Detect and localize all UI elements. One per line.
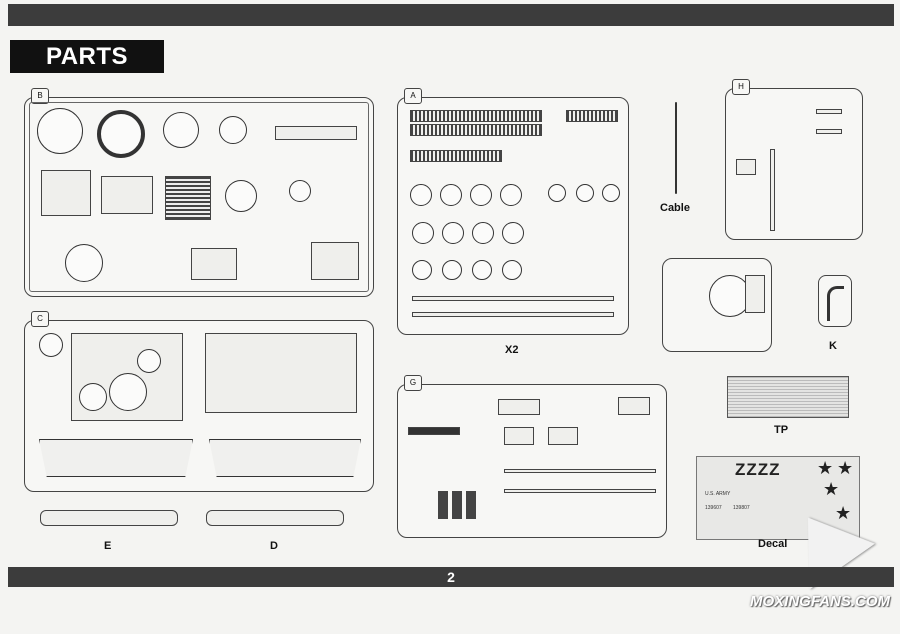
part-g-frame-2 [548,427,578,445]
decal-serial-2: 139807 [733,505,750,511]
part-a-ring-1 [412,222,434,244]
part-b-dome [289,180,311,202]
part-b-mantlet [311,242,359,280]
part-a-idler-1 [412,260,432,280]
sprue-h-tag: H [732,79,750,95]
part-a-track-2 [410,124,542,136]
decal-sheet: ZZZZ ★ ★ ★ ★ U.S. ARMY 139607 139807 [696,456,860,540]
sprue-g: G [397,375,667,538]
part-g-rod-1 [504,469,656,473]
part-b-disc [225,180,257,212]
part-a-wheel-1 [410,184,432,206]
part-h-bar [770,149,775,231]
part-b-panel [191,248,237,280]
part-c-knob [39,333,63,357]
sprue-c-tag: C [31,311,49,327]
cable-label: Cable [660,202,690,214]
part-g-jerrycan-3 [466,491,476,519]
page-title: PARTS [10,40,164,73]
turret-part [662,258,772,352]
part-c-port-large [109,373,147,411]
part-b-hatch [37,108,83,154]
sprue-a: A [397,88,629,335]
part-a-sprocket-2 [576,184,594,202]
turret-block [745,275,765,313]
sprue-a-tag: A [404,88,422,104]
part-a-track-3 [566,110,618,122]
cable-part [675,102,677,194]
part-g-frame-1 [504,427,534,445]
part-a-wheel-4 [500,184,522,206]
part-g-jerrycan-1 [438,491,448,519]
part-b-hatch-ring [97,110,145,158]
part-b-box [41,170,91,216]
part-a-bar-2 [412,312,614,317]
star-icon: ★ [817,458,834,478]
part-c-port-small [137,349,161,373]
star-icon: ★ [835,503,852,523]
part-a-sprocket-1 [548,184,566,202]
part-a-idler-4 [502,260,522,280]
part-h-rod-1 [816,109,842,114]
part-k-label: K [829,340,837,352]
part-a-bar [412,296,614,301]
sprue-b-tag: B [31,88,49,104]
part-a-track-4 [410,150,502,162]
part-a-wheel-2 [440,184,462,206]
part-b-plate [101,176,153,214]
part-d-label: D [270,540,278,552]
photo-etch-label: TP [774,424,789,436]
part-k [818,275,852,327]
part-a-track-1 [410,110,542,122]
sprue-h: H [725,79,863,240]
part-c-port-left [79,383,107,411]
part-b-large-disc [65,244,103,282]
part-e-track-guard [40,510,178,526]
part-h-bracket [736,159,756,175]
bottom-bar: 2 [8,567,894,587]
decal-army-text: U.S. ARMY [705,491,731,497]
decal-label: Decal [758,538,788,550]
part-a-idler-3 [472,260,492,280]
sprue-c: C [24,311,374,492]
part-a-ring-2 [442,222,464,244]
top-bar [8,4,894,26]
sprue-g-tag: G [404,375,422,391]
part-g-box-1 [498,399,540,415]
part-k-hose [827,286,844,321]
watermark: MOXINGFANS.COM [749,593,890,610]
sprue-b-frame [29,102,369,292]
sprue-a-quantity: X2 [505,344,519,356]
page-number: 2 [447,569,455,585]
part-c-hull-top [205,333,357,413]
photo-etch-sheet [727,376,849,418]
part-a-ring-3 [472,222,494,244]
decal-serial-1: 139607 [705,505,722,511]
part-a-ring-4 [502,222,524,244]
decal-zzz: ZZZZ [735,460,781,479]
star-icon: ★ [823,479,840,499]
part-c-hull-right [209,439,361,477]
part-b-grille [165,176,211,220]
part-a-wheel-3 [470,184,492,206]
sprue-b: B [24,88,374,297]
part-a-sprocket-3 [602,184,620,202]
part-g-jerrycan-2 [452,491,462,519]
part-g-box-2 [618,397,650,415]
part-c-hull-left [39,439,193,477]
star-icon: ★ [837,458,854,478]
part-e-label: E [104,540,112,552]
part-a-idler-2 [442,260,462,280]
part-h-rod-2 [816,129,842,134]
part-g-mg [408,427,460,435]
part-b-ring [219,116,247,144]
part-b-rail [275,126,357,140]
part-g-rod-2 [504,489,656,493]
part-d-track-guard [206,510,344,526]
part-b-cupola [163,112,199,148]
